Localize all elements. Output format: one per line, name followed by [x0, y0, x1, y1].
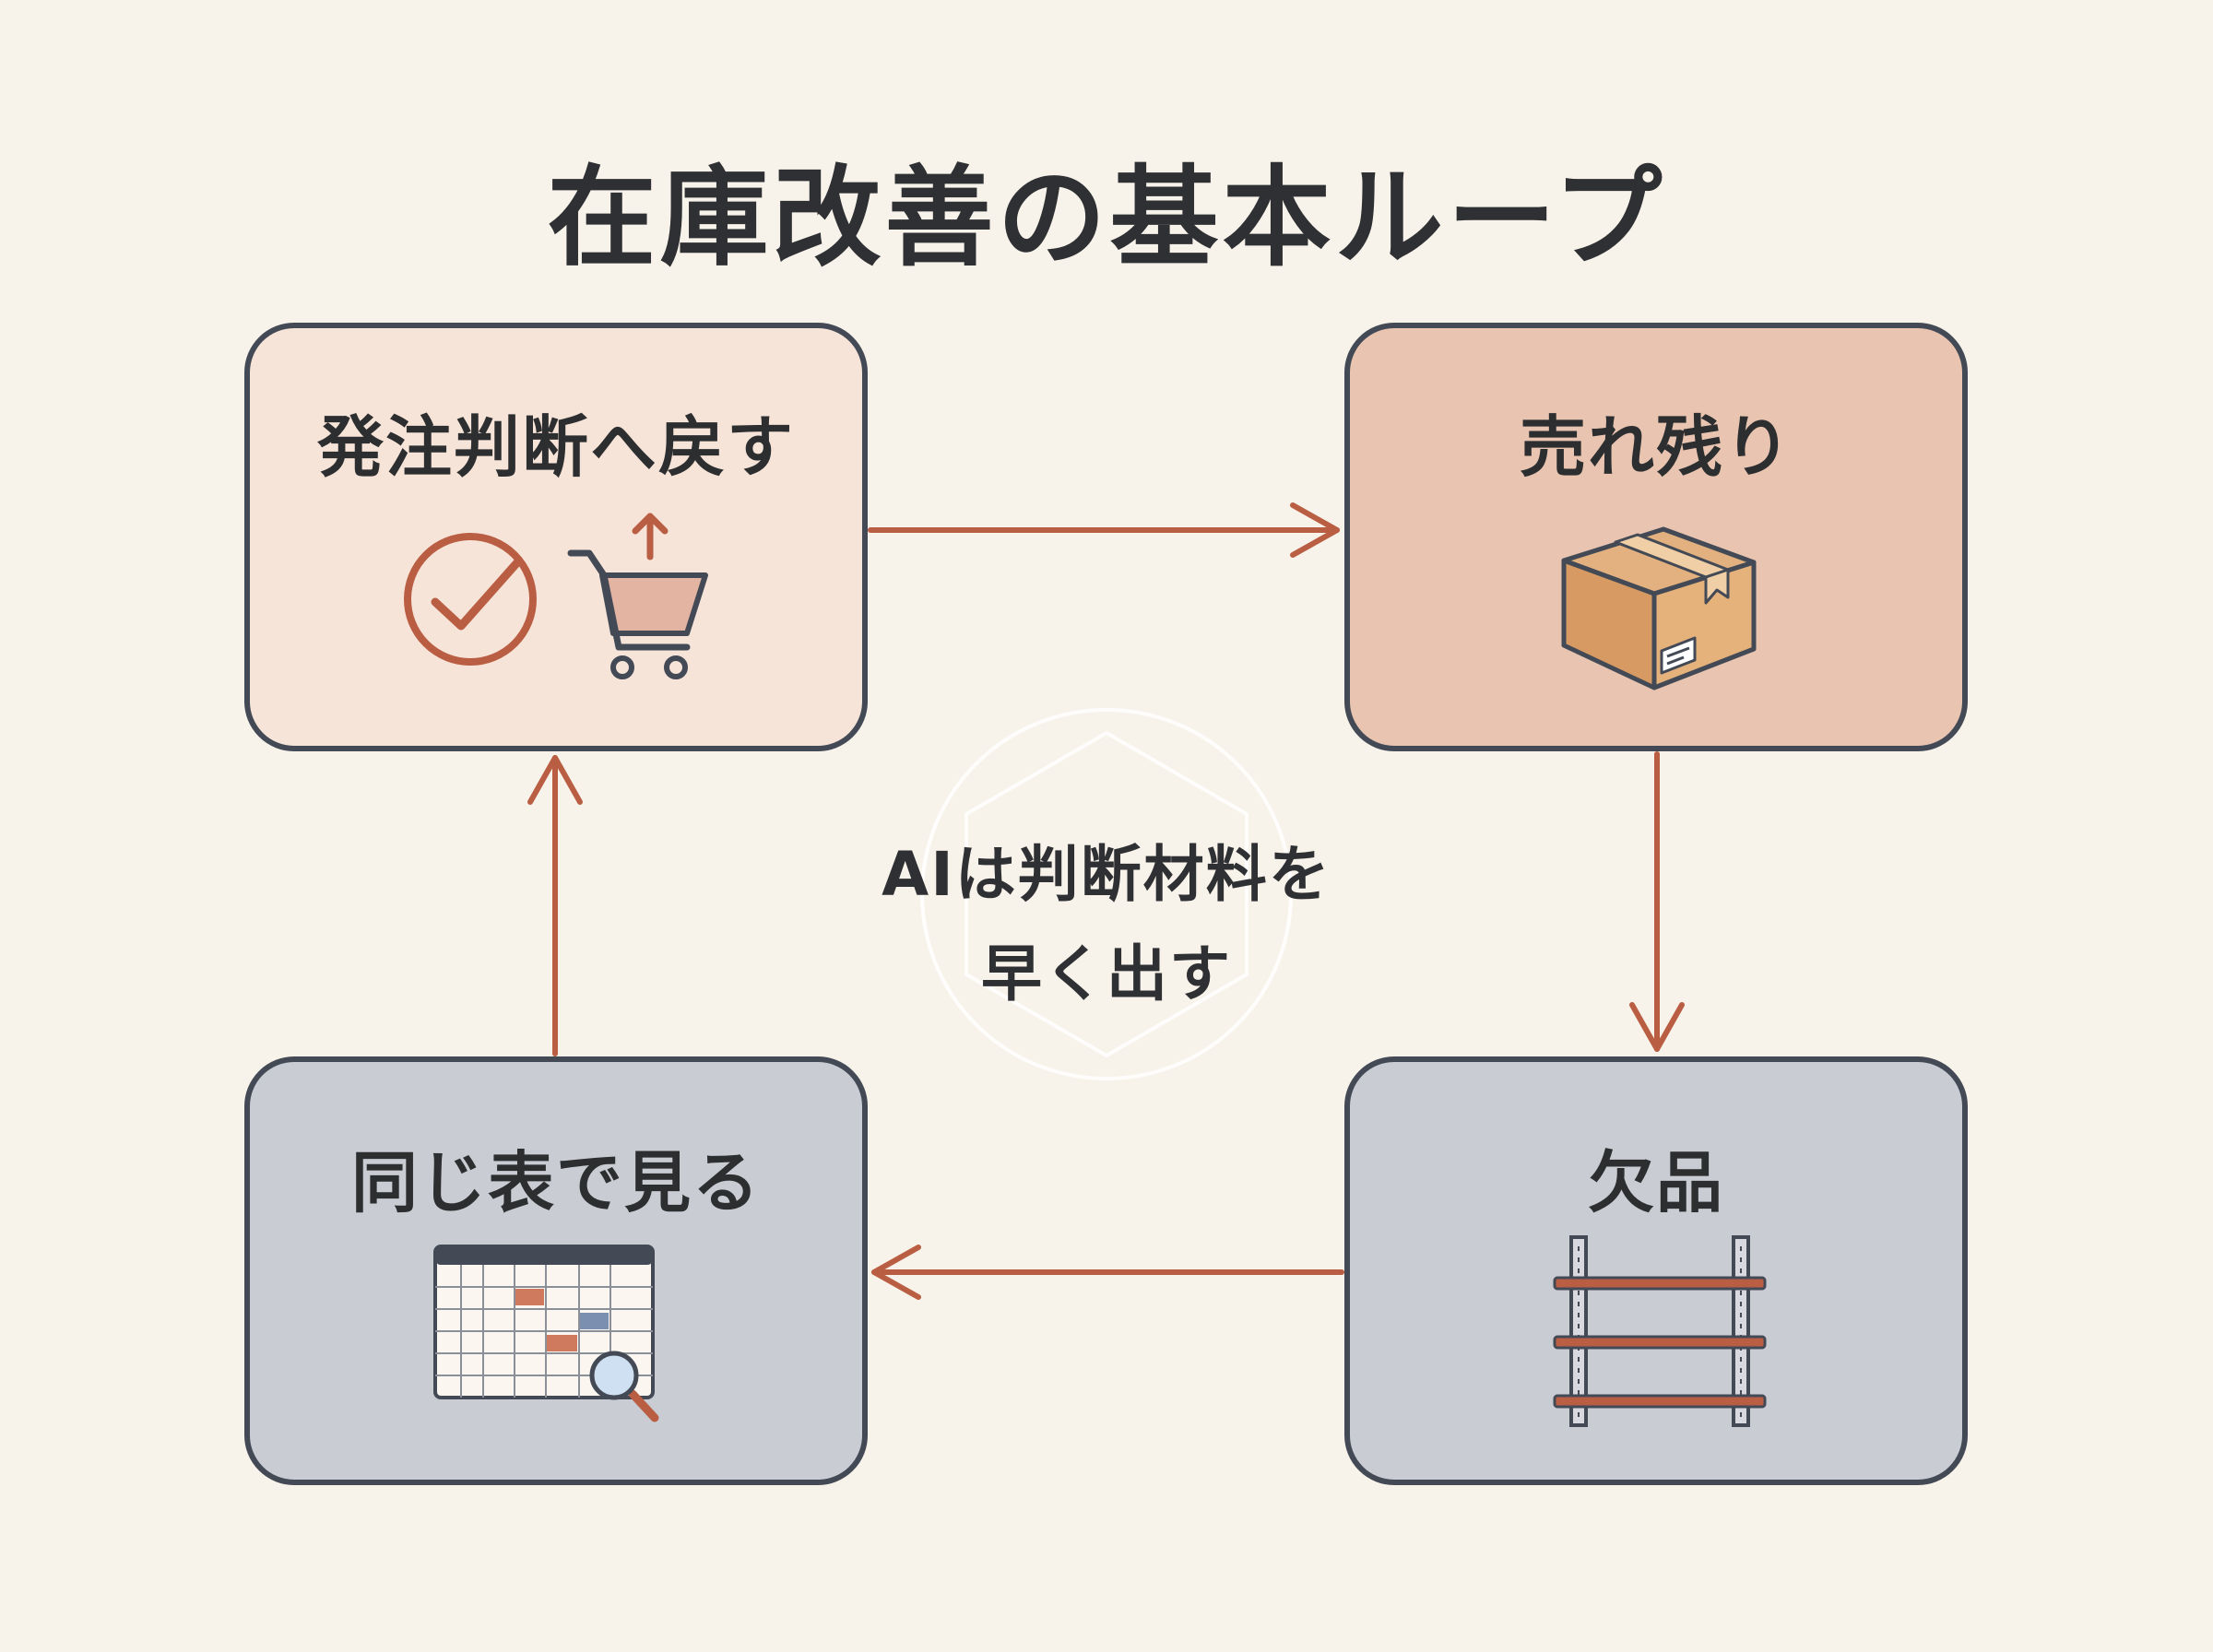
check-circle-icon [404, 533, 537, 666]
arrow-head-down [1629, 1002, 1685, 1052]
step-unsold-label: 売れ残り [1519, 408, 1793, 486]
arrow-head-up [527, 755, 583, 805]
spreadsheet-magnifier-icon [433, 1245, 659, 1422]
arrow-head-left [871, 1245, 921, 1300]
center-note: AIは判断材料を 早く出す [811, 825, 1402, 1024]
step-stockout-label: 欠品 [1587, 1144, 1724, 1221]
center-note-line-2: 早く出す [981, 938, 1232, 1009]
step-same-table: 同じ表で見る [244, 1056, 868, 1485]
step-stockout: 欠品 [1344, 1056, 1968, 1485]
diagram-title: 在庫改善の基本ループ [547, 154, 1666, 281]
shopping-cart-up-icon [567, 513, 708, 679]
step-same-table-label: 同じ表で見る [350, 1144, 761, 1221]
center-note-line-1: AIは判断材料を [882, 839, 1331, 910]
step-order-decision: 発注判断へ戻す [244, 323, 868, 751]
cardboard-box-icon [1561, 526, 1757, 690]
step-order-decision-label: 発注判断へ戻す [316, 408, 795, 486]
empty-shelf-icon [1553, 1235, 1767, 1427]
arrow-head-right [1290, 502, 1340, 558]
